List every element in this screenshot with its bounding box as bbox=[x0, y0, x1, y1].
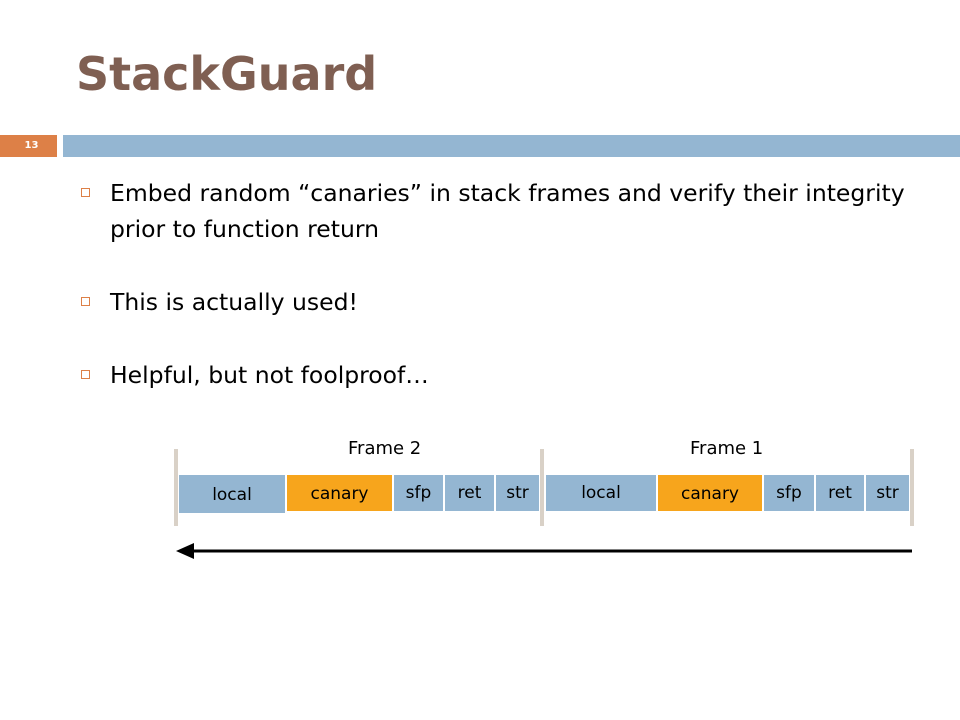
frame-divider-left bbox=[174, 449, 178, 526]
square-bullet-icon bbox=[81, 370, 90, 379]
bullet-item: This is actually used! bbox=[76, 284, 936, 320]
frame-label-1: Frame 1 bbox=[690, 438, 764, 459]
frame2-canary-cell: canary bbox=[286, 474, 393, 512]
frame2-ret-cell: ret bbox=[444, 474, 495, 512]
frame2-str-cell: str bbox=[495, 474, 540, 512]
bullet-item: Helpful, but not foolproof… bbox=[76, 357, 936, 393]
frame1-str-cell: str bbox=[865, 474, 910, 512]
slide-number: 13 bbox=[24, 140, 39, 151]
bullet-item: Embed random “canaries” in stack frames … bbox=[76, 175, 936, 247]
bullet-text: Helpful, but not foolproof… bbox=[110, 361, 429, 389]
frame1-local-cell: local bbox=[545, 474, 657, 512]
frame-label-2: Frame 2 bbox=[348, 438, 422, 459]
bullet-text: Embed random “canaries” in stack frames … bbox=[110, 179, 905, 243]
bullet-text: This is actually used! bbox=[110, 288, 358, 316]
slide-title: StackGuard bbox=[76, 47, 378, 101]
arrow-head-left-icon bbox=[176, 543, 194, 559]
frame-divider-middle bbox=[540, 449, 544, 526]
square-bullet-icon bbox=[81, 297, 90, 306]
frame2-sfp-cell: sfp bbox=[393, 474, 444, 512]
bullet-list: Embed random “canaries” in stack frames … bbox=[76, 175, 936, 393]
frame1-canary-cell: canary bbox=[657, 474, 763, 512]
frame2-local-cell: local bbox=[178, 474, 286, 514]
frame-divider-right bbox=[910, 449, 914, 526]
slide-number-badge: 13 bbox=[0, 135, 57, 157]
header-bar bbox=[63, 135, 960, 157]
frame1-ret-cell: ret bbox=[815, 474, 865, 512]
square-bullet-icon bbox=[81, 188, 90, 197]
frame1-sfp-cell: sfp bbox=[763, 474, 815, 512]
